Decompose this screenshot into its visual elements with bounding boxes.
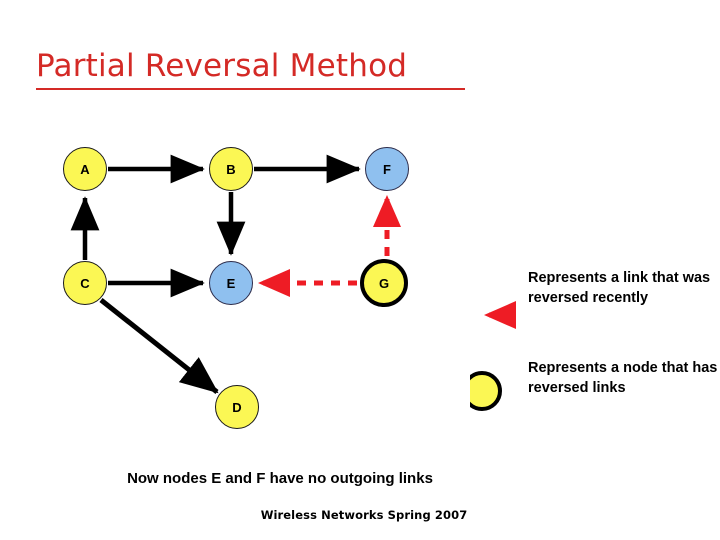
node-label: F: [383, 161, 391, 177]
graph-node-a[interactable]: A: [63, 147, 107, 191]
graph-node-e[interactable]: E: [209, 261, 253, 305]
node-label: B: [226, 161, 236, 177]
node-label: G: [378, 275, 390, 291]
reversed-node-circle-icon: [470, 371, 522, 411]
node-label: C: [80, 275, 90, 291]
edge-c-d: [99, 298, 219, 394]
title-underline: [36, 88, 465, 90]
node-label: A: [80, 161, 90, 177]
legend-reversed-node-label: Represents a node that has reversed link…: [528, 360, 718, 396]
graph-node-g[interactable]: G: [360, 259, 408, 307]
caption-footer: Wireless Networks Spring 2007: [260, 508, 468, 522]
graph-node-c[interactable]: C: [63, 261, 107, 305]
caption-main: Now nodes E and F have no outgoing links: [127, 470, 433, 487]
graph-node-b[interactable]: B: [209, 147, 253, 191]
legend-reversed-link-label: Represents a link that was reversed rece…: [528, 270, 711, 306]
graph-node-f[interactable]: F: [365, 147, 409, 191]
page-title: Partial Reversal Method: [36, 48, 408, 84]
node-label: D: [232, 399, 242, 415]
graph-node-d[interactable]: D: [215, 385, 259, 429]
node-label: E: [226, 275, 236, 291]
